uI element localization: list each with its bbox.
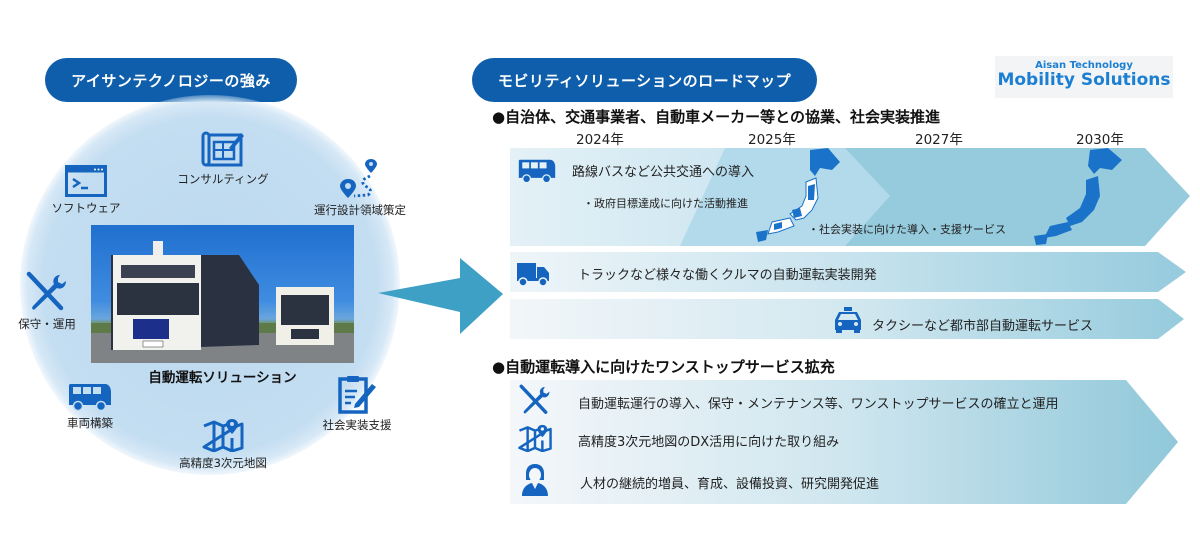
feature-maintenance: 保守・運用 (12, 271, 82, 332)
wrench-screwdriver-icon (519, 384, 550, 414)
flow-arrow-icon (378, 258, 503, 334)
section1-title: ●自治体、交通事業者、自動車メーカー等との協業、社会実装推進 (492, 108, 940, 126)
clipboard-pen-icon (338, 376, 376, 414)
wrench-screwdriver-icon (26, 271, 66, 311)
feature-hd-map-label: 高精度3次元地図 (179, 456, 267, 470)
route-pins-icon (340, 159, 377, 198)
feature-consulting: コンサルティング (168, 130, 278, 187)
map-pin-icon (518, 424, 552, 452)
japan-map-2025 (756, 148, 840, 242)
logo-company: Aisan Technology (1035, 60, 1133, 71)
phase-2024-chevron (510, 148, 725, 246)
feature-vehicle: 車両構築 (50, 382, 130, 431)
japan-map-2030 (1034, 148, 1122, 245)
feature-social-support: 社会実装支援 (312, 374, 402, 433)
truck-roadmap-band (510, 252, 1186, 292)
feature-maintenance-label: 保守・運用 (18, 317, 76, 331)
autonomous-bus-photo (91, 225, 354, 363)
onestop-item-2: 高精度3次元地図のDX活用に向けた取り組み (578, 435, 840, 450)
bus-icon (518, 159, 556, 184)
year-2025: 2025年 (748, 132, 796, 148)
truck-icon (517, 263, 549, 287)
year-2024: 2024年 (576, 132, 624, 148)
logo-product: Mobility Solutions (997, 70, 1171, 90)
feature-odd-design-label: 運行設計領域策定 (314, 203, 406, 217)
year-2027: 2027年 (915, 132, 963, 148)
feature-software-label: ソフトウェア (51, 201, 121, 215)
bus-row-sub2: ・社会実装に向けた導入・支援サービス (808, 223, 1006, 236)
bus-icon (69, 384, 111, 412)
feature-hd-map: 高精度3次元地図 (163, 418, 283, 471)
taxi-row-text: タクシーなど都市部自動運転サービス (872, 319, 1094, 334)
bus-roadmap-band (510, 148, 1190, 246)
map-pin-icon (202, 419, 244, 452)
person-icon (522, 464, 548, 496)
section2-title: ●自動運転導入に向けたワンストップサービス拡充 (492, 358, 835, 376)
mobility-solutions-logo: Aisan Technology Mobility Solutions (995, 56, 1173, 98)
roadmap-heading-text: モビリティソリューションのロードマップ (497, 71, 792, 90)
taxi-icon (835, 307, 861, 333)
autonomous-solution-caption: 自動運転ソリューション (148, 370, 297, 386)
onestop-item-1: 自動運転運行の導入、保守・メンテナンス等、ワンストップサービスの確立と運用 (578, 397, 1059, 412)
year-2030: 2030年 (1076, 132, 1124, 148)
feature-software: ソフトウェア (45, 165, 127, 216)
bus-row-sub1: ・政府目標達成に向けた活動推進 (583, 197, 748, 210)
roadmap-heading: モビリティソリューションのロードマップ (472, 58, 817, 102)
feature-vehicle-label: 車両構築 (67, 416, 113, 430)
truck-row-text: トラックなど様々な働くクルマの自動運転実装開発 (578, 268, 877, 283)
feature-social-support-label: 社会実装支援 (322, 418, 392, 432)
feature-consulting-label: コンサルティング (177, 172, 269, 186)
strengths-heading: アイサンテクノロジーの強み (45, 58, 297, 102)
bus-row-title: 路線バスなど公共交通への導入 (572, 165, 755, 180)
onestop-service-band (510, 380, 1178, 504)
terminal-window-icon (65, 165, 107, 197)
blueprint-icon (201, 131, 244, 167)
strengths-heading-text: アイサンテクノロジーの強み (71, 71, 271, 90)
onestop-item-3: 人材の継続的増員、育成、設備投資、研究開発促進 (580, 477, 880, 492)
feature-odd-design: 運行設計領域策定 (305, 157, 415, 218)
